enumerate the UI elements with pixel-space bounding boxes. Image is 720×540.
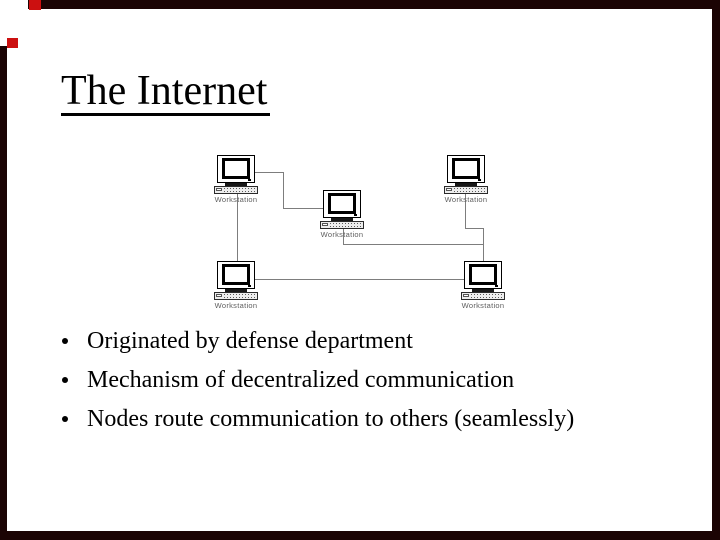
bullet-text: Originated by defense department (87, 328, 413, 354)
frame-border-bottom (0, 531, 720, 540)
monitor-screen (328, 193, 356, 214)
keyboard-key (463, 294, 469, 297)
bullet-list: Originated by defense department Mechani… (62, 322, 682, 439)
monitor-icon (464, 261, 502, 289)
monitor-icon (217, 155, 255, 183)
workstation-label: Workstation (214, 195, 258, 204)
red-corner-marker-left (7, 38, 18, 48)
workstation-top-right: Workstation (444, 155, 488, 205)
monitor-screen (469, 264, 497, 285)
workstation-top-left: Workstation (214, 155, 258, 205)
monitor-stand (455, 183, 477, 186)
keyboard-keys-pattern (224, 294, 255, 298)
bullet-dot-icon (62, 377, 68, 383)
monitor-stand (331, 218, 353, 221)
network-edge (255, 279, 465, 280)
frame-border-right (712, 0, 720, 540)
frame-border-left (0, 46, 7, 540)
monitor-stand (225, 289, 247, 292)
power-button-icon (495, 285, 498, 287)
monitor-stand (472, 289, 494, 292)
workstation-bottom-right: Workstation (461, 261, 505, 311)
bullet-text: Nodes route communication to others (sea… (87, 406, 575, 432)
workstation-bottom-left: Workstation (214, 261, 258, 311)
keyboard-icon (444, 186, 488, 194)
keyboard-keys-pattern (224, 188, 255, 192)
title-block: The Internet (61, 70, 271, 116)
monitor-stand (225, 183, 247, 186)
keyboard-keys-pattern (454, 188, 485, 192)
monitor-screen (452, 158, 480, 179)
keyboard-key (216, 294, 222, 297)
keyboard-key (446, 188, 452, 191)
keyboard-key (216, 188, 222, 191)
workstation-label: Workstation (320, 230, 364, 239)
workstation-label: Workstation (461, 301, 505, 310)
network-edge (283, 208, 325, 209)
workstation-label: Workstation (214, 301, 258, 310)
power-button-icon (248, 285, 251, 287)
network-edge (465, 192, 466, 229)
bullet-item: Mechanism of decentralized communication (62, 361, 682, 400)
page-title: The Internet (61, 70, 271, 116)
frame-border-top (28, 0, 720, 9)
red-corner-marker-top (29, 0, 41, 10)
workstation-label: Workstation (444, 195, 488, 204)
network-edge (237, 193, 238, 261)
bullet-item: Originated by defense department (62, 322, 682, 361)
network-edge (283, 172, 284, 209)
bullet-text: Mechanism of decentralized communication (87, 367, 515, 393)
keyboard-keys-pattern (330, 223, 361, 227)
network-edge (483, 228, 484, 262)
monitor-icon (323, 190, 361, 218)
workstation-middle: Workstation (320, 190, 364, 240)
keyboard-icon (214, 186, 258, 194)
power-button-icon (354, 214, 357, 216)
monitor-icon (217, 261, 255, 289)
bullet-item: Nodes route communication to others (sea… (62, 400, 682, 439)
monitor-icon (447, 155, 485, 183)
keyboard-icon (461, 292, 505, 300)
network-edge (255, 172, 283, 173)
keyboard-keys-pattern (471, 294, 502, 298)
network-edge (343, 228, 344, 245)
power-button-icon (248, 179, 251, 181)
keyboard-key (322, 223, 328, 226)
monitor-screen (222, 264, 250, 285)
network-edge (465, 228, 484, 229)
bullet-dot-icon (62, 416, 68, 422)
keyboard-icon (214, 292, 258, 300)
network-edge (343, 244, 484, 245)
bullet-dot-icon (62, 338, 68, 344)
keyboard-icon (320, 221, 364, 229)
monitor-screen (222, 158, 250, 179)
power-button-icon (478, 179, 481, 181)
